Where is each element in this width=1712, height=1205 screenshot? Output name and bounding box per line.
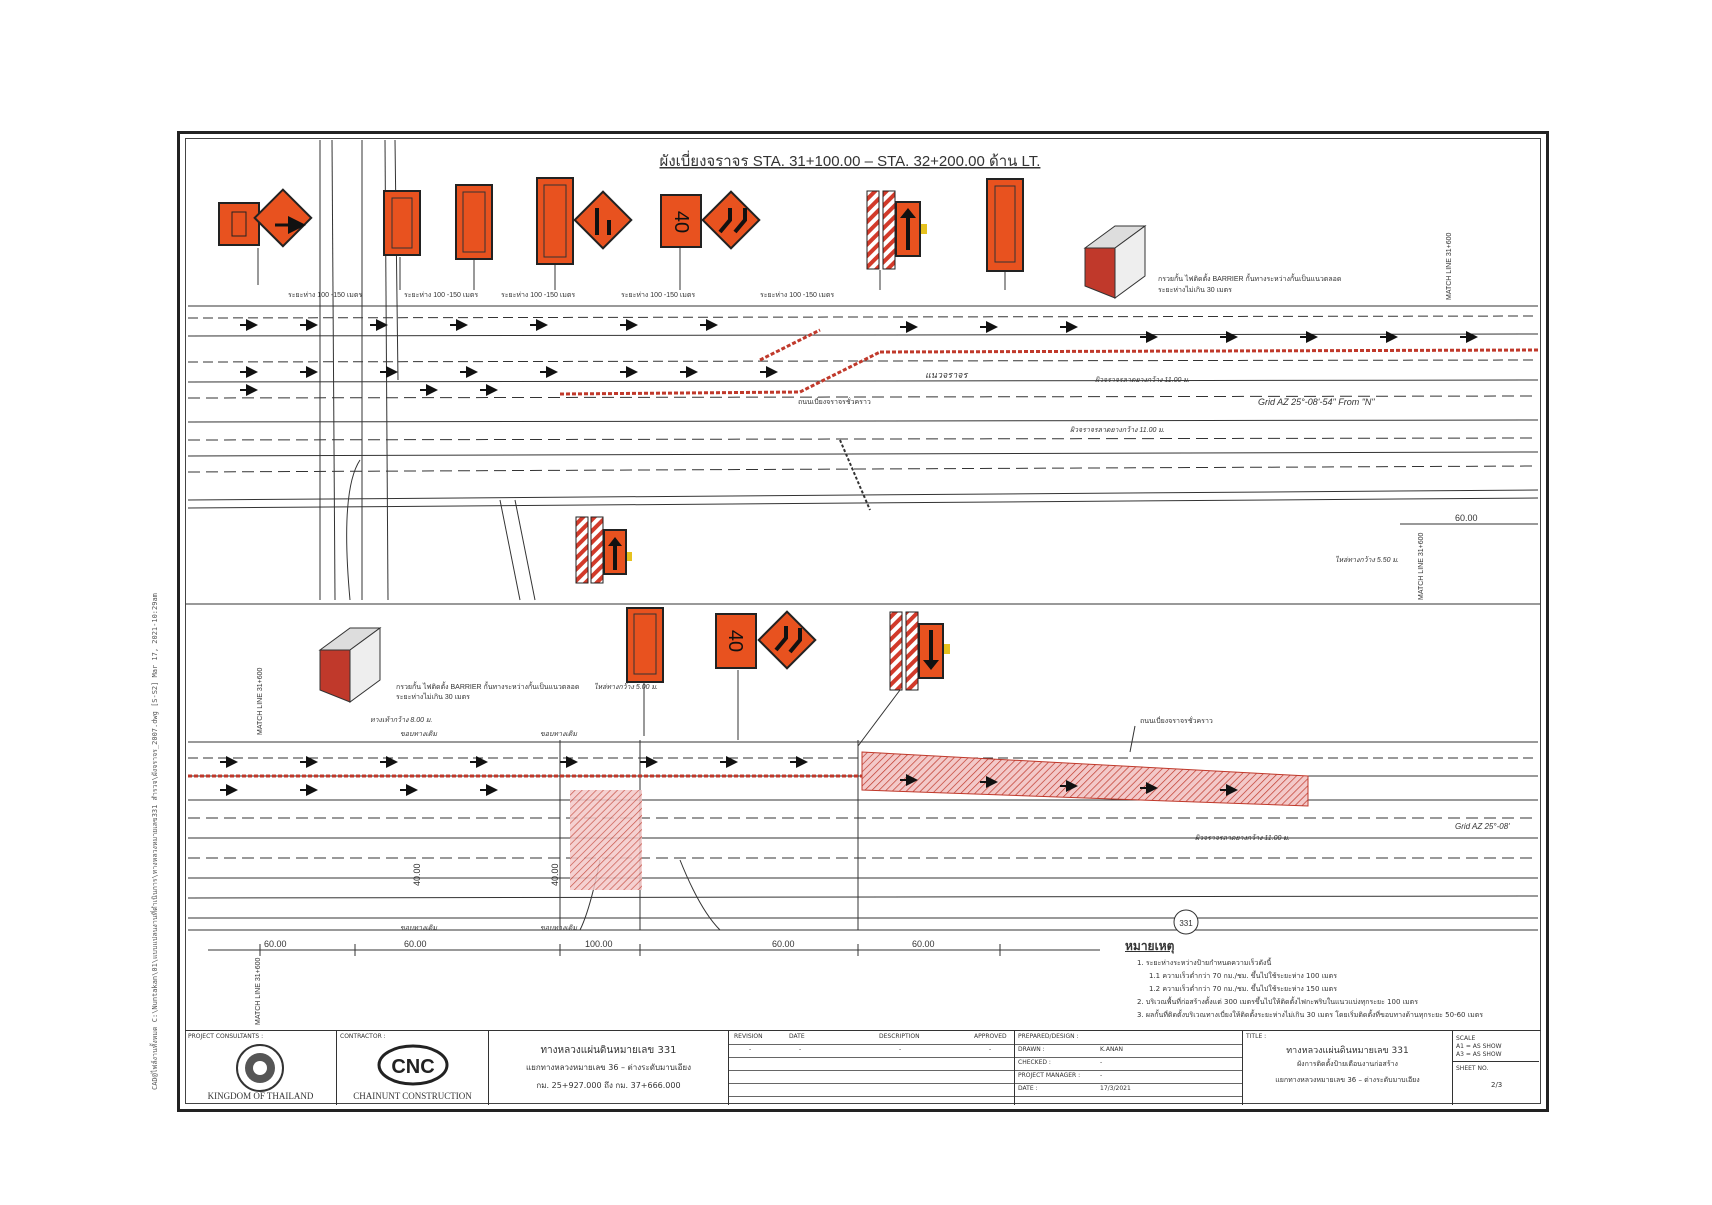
note-item: 3. ผลกั้นที่ติดตั้งบริเวณทางเบี่ยงให้ติด…	[1137, 1011, 1484, 1019]
sign-barricade-arrow-up	[866, 190, 927, 290]
dim-60-b: 60.00	[404, 939, 427, 949]
detour-label-top: ถนนเบี่ยงจราจรชั่วคราว	[798, 397, 871, 406]
dim-100: 100.00	[585, 939, 613, 949]
shoulder-label-top: ไหล่ทางกว้าง 5.50 ม.	[1335, 555, 1399, 564]
existing-label-3: ขอบทางเดิม	[400, 924, 437, 932]
road-width-label-top: ผิวจราจรลาดยางกว้าง 11.00 ม.	[1095, 376, 1190, 384]
grid-label-bottom: Grid AZ 25°-08'	[1455, 822, 1510, 831]
note-item: 1. ระยะห่างระหว่างป้ายกำหนดความเร็วดังนี…	[1137, 959, 1272, 967]
top-barrier-line	[559, 328, 1539, 396]
barrier-note-bottom-line2: ระยะห่างไม่เกิน 30 เมตร	[396, 692, 470, 701]
svg-text:331: 331	[1179, 919, 1193, 928]
spacing-label-3: ระยะห่าง 100 -150 เมตร	[501, 292, 575, 299]
plan-title: ผังเบี่ยงจราจร STA. 31+100.00 – STA. 32+…	[660, 150, 1041, 170]
detour-label-bottom: ถนนเบี่ยงจราจรชั่วคราว	[1140, 716, 1213, 725]
dimension-line	[208, 944, 1100, 956]
spacing-label-5: ระยะห่าง 100 -150 เมตร	[760, 292, 834, 299]
match-line-bottom-corner: MATCH LINE 31+600	[255, 958, 262, 1025]
top-road-plan	[187, 139, 1539, 601]
existing-label-2: ขอบทางเดิม	[540, 730, 577, 738]
existing-label-1: ขอบทางเดิม	[400, 730, 437, 738]
dim-60-d: 60.00	[912, 939, 935, 949]
shoulder-label-bottom: ไหล่ทางกว้าง 5.00 ม.	[594, 682, 658, 691]
title-block: PROJECT CONSULTANTS : KINGDOM OF THAILAN…	[185, 1030, 1541, 1105]
cnc-logo: CNC	[377, 1044, 449, 1086]
sign-speed-40: 40	[660, 190, 761, 290]
spacing-label-4: ระยะห่าง 100 -150 เมตร	[621, 292, 695, 299]
sign-route-arrow	[218, 188, 313, 285]
note-item: 1.2 ความเร็วต่ำกว่า 70 กม./ชม. ขึ้นไปใช้…	[1149, 985, 1337, 993]
barrier-iso-bottom	[318, 627, 382, 703]
notes-block: หมายเหตุ 1. ระยะห่างระหว่างป้ายกำหนดความ…	[1125, 940, 1545, 1022]
route-badge: 331	[1173, 909, 1199, 935]
seal-logo	[236, 1044, 284, 1092]
contractor-name: CHAINUNT CONSTRUCTION	[353, 1091, 472, 1101]
sign-barricade-arrow-up-mid	[575, 516, 632, 584]
note-item: 1.1 ความเร็วต่ำกว่า 70 กม./ชม. ขึ้นไปใช้…	[1149, 972, 1337, 980]
barrier-iso-top	[1083, 225, 1147, 299]
svg-text:CNC: CNC	[391, 1056, 434, 1078]
consultant-cell: PROJECT CONSULTANTS : KINGDOM OF THAILAN…	[185, 1031, 337, 1105]
existing-label-4: ขอบทางเดิม	[540, 924, 577, 932]
top-traffic-arrows	[240, 319, 1478, 396]
revision-cell: REVISION DATE DESCRIPTION APPROVED - - -…	[729, 1031, 1015, 1105]
spacing-label-2: ระยะห่าง 100 -150 เมตร	[404, 292, 478, 299]
consultant-name: KINGDOM OF THAILAND	[207, 1091, 314, 1101]
scale-cell: SCALE A1 = AS SHOW A3 = AS SHOW SHEET NO…	[1453, 1031, 1539, 1105]
spacing-label: ระยะห่าง 100 -150 เมตร	[288, 292, 362, 299]
bottom-traffic-arrows	[220, 756, 1238, 796]
barrier-note-top-line2: ระยะห่างไม่เกิน 30 เมตร	[1158, 285, 1232, 294]
sheet-title-cell: TITLE : ทางหลวงแผ่นดินหมายเลข 331 ผังการ…	[1243, 1031, 1453, 1105]
dim-60-c: 60.00	[772, 939, 795, 949]
sign-work-ahead-2	[455, 184, 493, 290]
drawing-outer-frame	[177, 131, 1549, 1112]
sign-detour-tall	[986, 178, 1024, 290]
sign-lane-merge	[536, 177, 633, 290]
dim-v40-b: 40.00	[550, 863, 560, 886]
drawing-inner-frame	[185, 138, 1541, 1104]
note-item: 2. บริเวณพื้นที่ก่อสร้างตั้งแต่ 300 เมตร…	[1137, 998, 1418, 1006]
bottom-road-plan	[187, 740, 1539, 931]
detour-hatch-area	[570, 790, 642, 890]
contractor-cell: CONTRACTOR : CNC CHAINUNT CONSTRUCTION	[337, 1031, 489, 1105]
lane-label: แนวจราจร	[925, 370, 968, 380]
sign-detour-bottom	[626, 607, 664, 736]
match-line-top-right: MATCH LINE 31+600	[1446, 233, 1453, 300]
road-width-label-top-2: ผิวจราจรลาดยางกว้าง 11.00 ม.	[1070, 426, 1165, 434]
prepared-cell: PREPARED/DESIGN : DRAWN :K.ANAN CHECKED …	[1015, 1031, 1243, 1105]
dim-60-top-right: 60.00	[1455, 513, 1478, 523]
detour-taper	[861, 751, 1309, 807]
match-line-bottom-left: MATCH LINE 31+600	[257, 668, 264, 735]
grid-label-top: Grid AZ 25°-08'-54" From "N"	[1258, 397, 1375, 407]
match-line-mid-right: MATCH LINE 31+600	[1418, 533, 1425, 600]
sign-speed-40-bottom: 40	[715, 610, 817, 740]
notes-heading: หมายเหตุ	[1125, 939, 1175, 953]
barrier-note-bottom-line1: กรวยกั้น ไฟติดตั้ง BARRIER กั้นทางระหว่า…	[396, 680, 579, 691]
road-width-label-bottom: ผิวจราจรลาดยางกว้าง 11.00 ม.	[1195, 834, 1290, 842]
sign-barricade-arrow-down	[857, 611, 950, 747]
sidewalk-label: ทางเท้ากว้าง 8.00 ม.	[370, 716, 433, 724]
dim-60-a: 60.00	[264, 939, 287, 949]
barrier-note-top-line1: กรวยกั้น ไฟติดตั้ง BARRIER กั้นทางระหว่า…	[1158, 272, 1341, 283]
dim-v40-a: 40.00	[412, 863, 422, 886]
speed-value: 40	[670, 211, 692, 233]
sign-work-ahead-1	[383, 190, 421, 290]
speed-value-2: 40	[724, 630, 746, 652]
project-cell: ทางหลวงแผ่นดินหมายเลข 331 แยกทางหลวงหมาย…	[489, 1031, 729, 1105]
